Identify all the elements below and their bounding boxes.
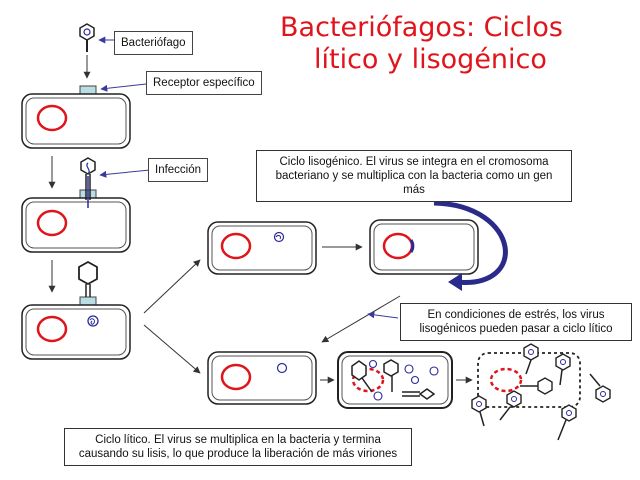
free-bacteriophage [79, 23, 95, 52]
bacterium-lytic-1 [207, 351, 317, 405]
pointer-infection [99, 169, 151, 178]
bacterium-2 [21, 157, 131, 253]
bacterium-1 [21, 85, 131, 149]
note-lysogenic: Ciclo lisogénico. El virus se integra en… [256, 150, 572, 202]
label-bacteriophage: Bacteriófago [114, 31, 193, 55]
arrow-to-lytic [143, 324, 201, 374]
page-title: Bacteriófagos: Ciclos lítico y lisogénic… [280, 12, 563, 76]
label-infection: Infección [148, 158, 209, 182]
bacterium-lysogenic-2 [369, 219, 479, 275]
receptor-1 [79, 85, 97, 95]
arrow-to-lysogenic [143, 259, 201, 314]
bacterium-lysogenic-1 [207, 221, 317, 275]
pointer-stress [367, 311, 399, 319]
bacterium-lytic-2 [337, 351, 453, 409]
note-stress: En condiciones de estrés, los virus liso… [400, 303, 632, 341]
note-lytic: Ciclo lítico. El virus se multiplica en … [64, 428, 412, 466]
lysogenic-cycle-arrow [433, 200, 508, 291]
lysed-bacterium [471, 343, 611, 441]
pointer-receptor [100, 83, 147, 92]
arrow-stress-to-lytic [321, 295, 401, 343]
title-line-2: lítico y lisogénico [314, 44, 547, 75]
bacterium-3 [21, 260, 131, 360]
label-receptor: Receptor específico [146, 71, 262, 95]
title-line-1: Bacteriófagos: Ciclos [280, 12, 563, 43]
